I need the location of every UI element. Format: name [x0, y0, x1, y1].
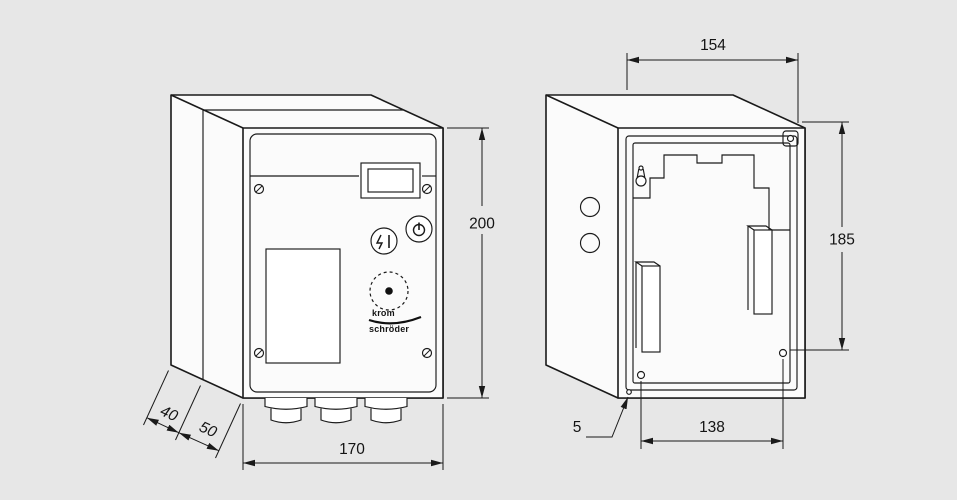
mounting-hole	[786, 134, 795, 143]
dim-height-200: 200	[447, 127, 495, 399]
opening-inner-edge	[625, 135, 798, 391]
reset-button	[370, 227, 398, 255]
rear-view-dimensions: 154 185 138 5	[573, 37, 855, 449]
cable-gland	[314, 398, 358, 424]
rear-view	[545, 94, 806, 399]
dim-hole-spacing-label: 138	[699, 419, 725, 436]
reset-icon	[375, 234, 384, 250]
front-view-dimensions: 200 170 40 50	[143, 127, 495, 470]
mounting-slot-left	[634, 261, 661, 353]
mounting-hole-bottom-right	[778, 348, 788, 358]
power-button	[405, 215, 433, 243]
screw	[253, 183, 265, 195]
mounting-slot-right	[746, 225, 773, 315]
dim-width-label: 170	[339, 441, 365, 458]
door-screws	[253, 183, 433, 359]
cable-gland	[364, 398, 408, 424]
cable-glands	[264, 398, 408, 424]
dim-height-185: 185	[790, 121, 855, 351]
display-screen	[367, 168, 414, 193]
back-wall	[632, 142, 791, 384]
viewing-window	[265, 248, 341, 364]
dim-width-top-label: 154	[700, 37, 726, 54]
top-left-corner-edge	[170, 94, 244, 129]
offset-hole	[626, 389, 632, 395]
brand-line1: krom	[372, 308, 395, 318]
dim-depth-40-50: 40 50	[143, 370, 241, 459]
screw	[421, 347, 433, 359]
display-bezel	[360, 162, 421, 199]
dim-width-154: 154	[626, 37, 799, 123]
interior-contour	[633, 154, 790, 231]
dim-hole-offset-5: 5	[573, 396, 629, 438]
cable-gland	[264, 398, 308, 424]
dim-rear-height-label: 185	[829, 232, 855, 249]
top-left-corner-edge	[545, 94, 619, 129]
dim-width-170: 170	[242, 404, 444, 470]
brand-swoosh	[368, 315, 422, 325]
cable-knockout	[579, 196, 601, 218]
dim-depth-rear-label: 40	[157, 403, 180, 426]
mounting-hole-bottom-left	[636, 370, 646, 380]
dim-hole-offset-label: 5	[573, 419, 582, 436]
screw	[253, 347, 265, 359]
brand-logo: krom schröder	[368, 308, 422, 334]
rotary-knob	[369, 271, 409, 311]
brand-line2: schröder	[369, 324, 409, 334]
mounting-tab	[782, 130, 799, 147]
cable-knockout	[579, 232, 601, 254]
dim-depth-front-label: 50	[196, 419, 219, 442]
screw	[421, 183, 433, 195]
front-view: krom schröder	[170, 94, 444, 424]
door-outline	[249, 133, 437, 393]
front-frame	[617, 127, 806, 399]
leader-line	[586, 396, 629, 438]
dim-hole-spacing-138: 138	[640, 359, 784, 449]
knob-center-dot	[385, 287, 393, 295]
keyhole-slot	[635, 165, 647, 187]
dim-height-label: 200	[469, 216, 495, 233]
